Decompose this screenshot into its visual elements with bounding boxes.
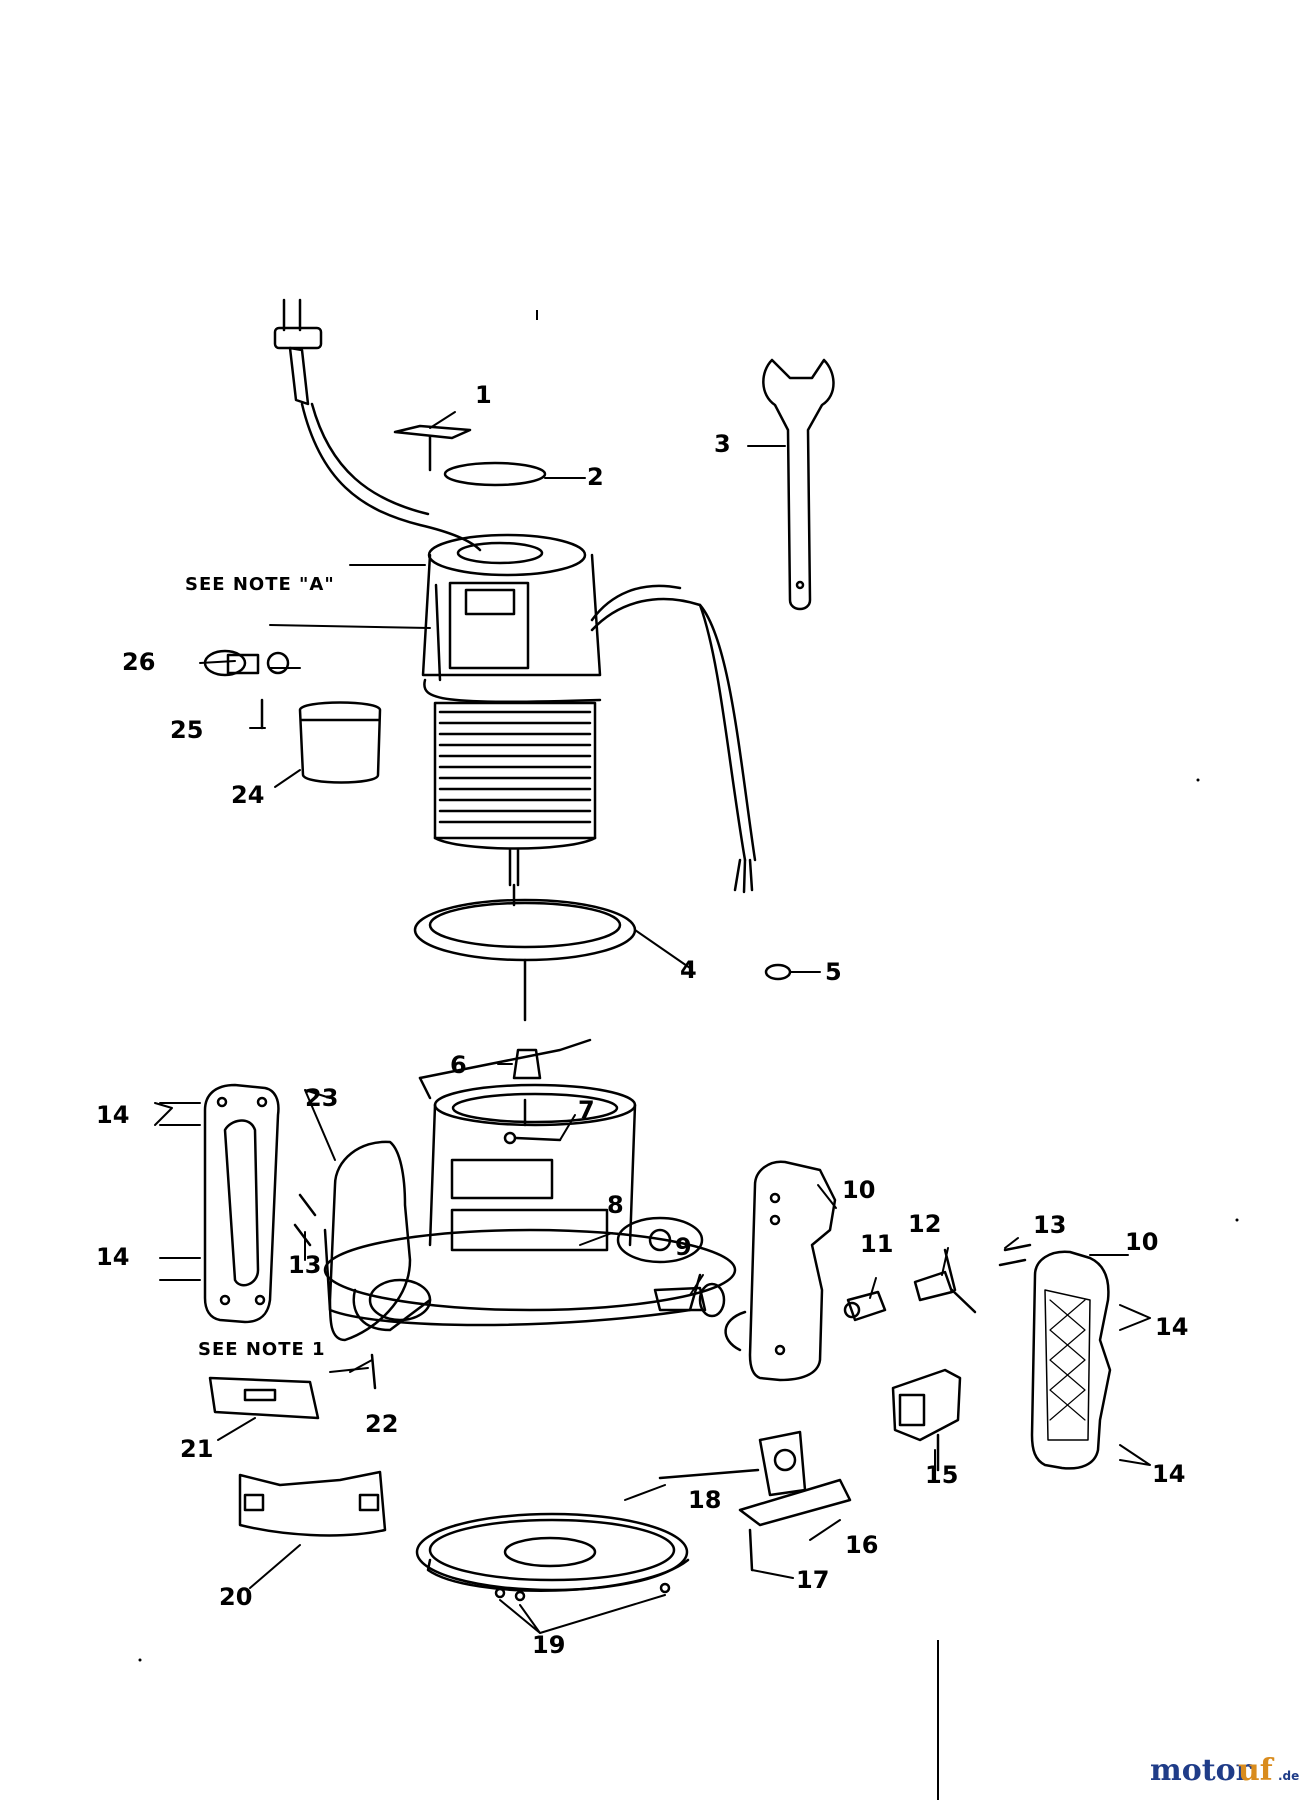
label-4: 4 — [680, 956, 697, 984]
motoruf-watermark: motor uf .de — [1150, 1753, 1299, 1788]
label-10-right: 10 — [1125, 1228, 1158, 1256]
left-handle-plate-drawing — [203, 1083, 280, 1324]
label-14-left-lower: 14 — [96, 1243, 129, 1271]
label-17: 17 — [796, 1566, 829, 1594]
watermark-part1: motor — [1150, 1753, 1253, 1788]
part-17-drawing — [748, 1528, 754, 1572]
label-7: 7 — [578, 1096, 595, 1124]
label-10-left: 10 — [842, 1176, 875, 1204]
label-26: 26 — [122, 648, 155, 676]
part-5-nut-drawing — [764, 963, 792, 981]
motor-housing-drawing — [421, 533, 757, 907]
label-9: 9 — [675, 1233, 692, 1261]
stray-marks — [138, 310, 1239, 1800]
label-22: 22 — [365, 1410, 398, 1438]
part-4-ring-drawing — [413, 898, 637, 1022]
label-19: 19 — [532, 1631, 565, 1659]
part-3-wrench-drawing — [762, 358, 835, 611]
label-24: 24 — [231, 781, 264, 809]
label-16: 16 — [845, 1531, 878, 1559]
part-13-left-screws-drawing — [293, 1193, 317, 1247]
label-3: 3 — [714, 430, 731, 458]
label-21: 21 — [180, 1435, 213, 1463]
label-14-left-upper: 14 — [96, 1101, 129, 1129]
watermark-suffix: .de — [1278, 1769, 1299, 1783]
part-2-drawing — [443, 461, 547, 487]
part-13-right-screws-drawing — [998, 1243, 1032, 1267]
label-14-right-lower: 14 — [1152, 1460, 1185, 1488]
label-15: 15 — [925, 1461, 958, 1489]
part-10-grip-plate-drawing — [1030, 1250, 1112, 1470]
part-9-knob-drawing — [653, 1282, 726, 1318]
part-19-screws-drawing — [494, 1582, 671, 1602]
label-8: 8 — [607, 1191, 624, 1219]
label-11: 11 — [860, 1230, 893, 1258]
part-11-drawing — [843, 1290, 887, 1322]
label-18: 18 — [688, 1486, 721, 1514]
label-14-right-upper: 14 — [1155, 1313, 1188, 1341]
label-25: 25 — [170, 716, 203, 744]
watermark-part2: uf — [1238, 1753, 1275, 1788]
part-6-collet-drawing — [512, 1048, 542, 1080]
part-21-drawing — [208, 1376, 320, 1420]
label-1: 1 — [475, 381, 492, 409]
leader-lines — [154, 411, 1151, 1634]
part-1-drawing — [393, 424, 472, 472]
label-6: 6 — [450, 1051, 467, 1079]
part-10-handle-drawing — [724, 1160, 837, 1382]
label-2: 2 — [587, 463, 604, 491]
label-13-right: 13 — [1033, 1211, 1066, 1239]
label-12: 12 — [908, 1210, 941, 1238]
label-20: 20 — [219, 1583, 252, 1611]
label-23: 23 — [305, 1084, 338, 1112]
part-24-drawing — [298, 701, 382, 784]
label-5: 5 — [825, 958, 842, 986]
label-13-left: 13 — [288, 1251, 321, 1279]
part-18-base-plate-drawing — [415, 1512, 690, 1592]
part-16-bracket-drawing — [658, 1430, 852, 1527]
part-15-switch-drawing — [891, 1368, 962, 1472]
part-20-shield-drawing — [238, 1470, 387, 1537]
power-cord-drawing — [273, 298, 482, 552]
note-1-label: SEE NOTE 1 — [198, 1339, 326, 1360]
note-a-label: SEE NOTE "A" — [185, 574, 335, 595]
part-8-base-drawing — [323, 1038, 737, 1327]
part-23-handle-drawing — [328, 1140, 432, 1342]
